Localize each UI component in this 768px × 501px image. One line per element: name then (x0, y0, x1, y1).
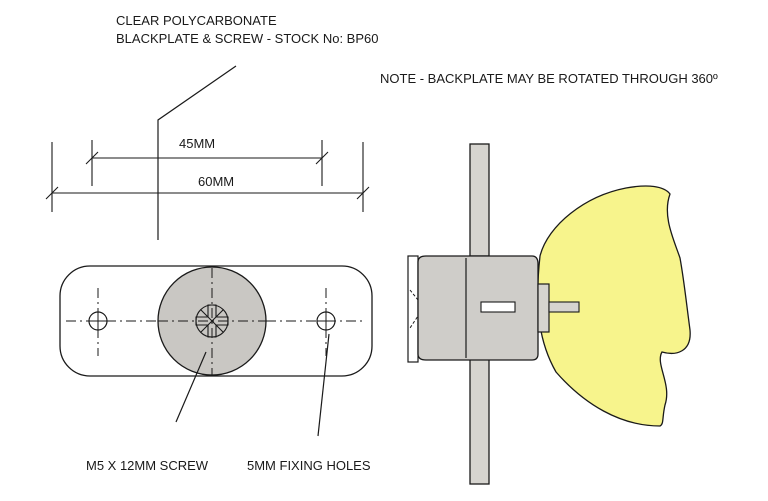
backplate-edge (407, 255, 419, 363)
holes-callout: 5MM FIXING HOLES (247, 458, 371, 473)
title-line-2: BLACKPLATE & SCREW - STOCK No: BP60 (116, 31, 379, 46)
bracket-upper (469, 143, 490, 257)
cylinder-slot (480, 301, 516, 313)
cylinder-body (417, 255, 539, 361)
holes-leader (317, 333, 330, 437)
screw-leader (175, 351, 207, 423)
yellow-head-profile (537, 185, 691, 427)
spindle-shaft (548, 301, 580, 313)
dimension-45mm (85, 140, 329, 186)
title-leader (157, 65, 237, 240)
bracket-lower (469, 355, 490, 485)
dimension-label-45mm: 45MM (179, 136, 216, 151)
screw-callout: M5 X 12MM SCREW (86, 458, 209, 473)
dimension-60mm (45, 142, 370, 212)
title-line-1: CLEAR POLYCARBONATE (116, 13, 277, 28)
rotation-note: NOTE - BACKPLATE MAY BE ROTATED THROUGH … (380, 71, 718, 86)
dimension-label-60mm: 60MM (198, 174, 235, 189)
spindle-collar (537, 283, 550, 333)
screw-cross-recess-icon (195, 304, 229, 338)
